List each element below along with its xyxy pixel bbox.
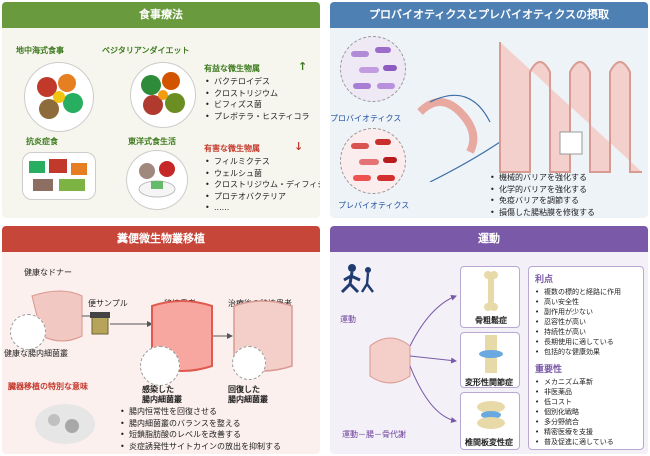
significance-item: 腸内恒常性を回復させる <box>120 406 281 418</box>
infected-flora-label: 感染した 腸内細菌叢 <box>142 385 182 404</box>
probiotics-panel: プロバイオティクスとプレバイオティクスの摂取 プロバイオティクス プレバイオティ… <box>330 2 648 218</box>
anti-inflammatory-food-image <box>22 152 96 200</box>
diet-panel: 食事療法 地中海式食事 ベジタリアンダイエット 抗炎症食 東洋式食生活 <box>2 2 320 218</box>
condition-disc-degeneration: 椎間板変性症 <box>465 438 513 447</box>
beneficial-item: バクテロイデス <box>205 76 310 88</box>
fmt-significance-list: 腸内恒常性を回復させる 腸内細菌叢のバランスを整える 短鎖脂肪酸のレベルを改善す… <box>120 406 281 452</box>
harmful-down-arrow-icon: ↓ <box>294 140 304 153</box>
osteoarthritis-box: 変形性関節症 <box>460 332 520 388</box>
importance-item: 普及促進に適している <box>535 437 614 447</box>
mediterranean-food-image <box>24 62 94 132</box>
benefit-item: 忍容性が高い <box>535 317 621 327</box>
stool-sample-label: 便サンプル <box>88 299 128 308</box>
prebiotic-label: プレバイオティクス <box>338 201 410 210</box>
importance-item: 多分野統合 <box>535 417 614 427</box>
importance-title: 重要性 <box>535 365 563 375</box>
importance-item: 精密医療を支援 <box>535 427 614 437</box>
runner-icon <box>340 264 374 294</box>
benefit-item: 高い安全性 <box>535 297 621 307</box>
infected-flora-image <box>140 346 180 386</box>
diet-panel-title: 食事療法 <box>2 2 320 28</box>
intestinal-villi-illustration <box>417 42 642 182</box>
significance-title: 臓器移植の特別な意味 <box>8 382 88 391</box>
fmt-process-illustration <box>31 290 293 372</box>
effect-item: 損傷した腸粘膜を修復する <box>490 207 595 219</box>
beneficial-item: クロストリジウム <box>205 88 310 100</box>
recovered-flora-label: 回復した 腸内細菌叢 <box>228 385 268 404</box>
harmful-item: ...... <box>205 202 320 214</box>
exercise-axis-label: 運動－腸－骨代謝 <box>342 430 406 439</box>
healthy-donor-label: 健康なドナー <box>24 268 72 277</box>
organ-transplant-illustration <box>35 404 95 444</box>
spinal-disc-icon <box>477 401 505 429</box>
probiotics-panel-title: プロバイオティクスとプレバイオティクスの摂取 <box>330 2 648 28</box>
prebiotic-bacteria-image <box>340 128 406 194</box>
harmful-list: フィルミクテス ウェルシュ菌 クロストリジウム・ディフィシル プロテオバクテリア… <box>205 156 320 214</box>
eastern-food-image <box>126 150 188 210</box>
effect-item: 免疫バリアを調節する <box>490 195 595 207</box>
importance-item: 低コスト <box>535 397 614 407</box>
exercise-label: 運動 <box>340 315 356 324</box>
effect-item: 機械的バリアを強化する <box>490 172 595 184</box>
condition-osteoporosis: 骨粗鬆症 <box>475 316 507 325</box>
beneficial-item: プレボテラ・ヒスティコラ <box>205 111 310 123</box>
exercise-gut-illustration <box>369 337 411 384</box>
harmful-item: プロテオバクテリア <box>205 191 320 203</box>
fmt-panel-title: 糞便微生物叢移植 <box>2 226 320 252</box>
probiotic-bacteria-image <box>340 36 406 102</box>
osteoporosis-box: 骨粗鬆症 <box>460 266 520 328</box>
significance-item: 短鎖脂肪酸のレベルを改善する <box>120 429 281 441</box>
knee-joint-icon <box>479 335 503 373</box>
probiotics-effects-list: 機械的バリアを強化する 化学的バリアを強化する 免疫バリアを調節する 損傷した腸… <box>490 172 595 218</box>
significance-item: 腸内細菌叢のバランスを整える <box>120 418 281 430</box>
exercise-flow-arrows <box>410 294 457 423</box>
benefit-item: 副作用が少ない <box>535 307 621 317</box>
exercise-benefits-box: 利点 複数の標的と経路に作用 高い安全性 副作用が少ない 忍容性が高い 持続性が… <box>528 266 644 450</box>
benefits-title: 利点 <box>535 275 554 285</box>
recovered-flora-image <box>232 346 266 380</box>
healthy-flora-label: 健康な腸内細菌叢 <box>4 349 68 358</box>
fmt-panel: 糞便微生物叢移植 健康なドナー 便サンプル 移植患者 治療後の移植患者 健康な腸… <box>2 226 320 454</box>
harmful-item: クロストリジウム・ディフィシル <box>205 179 320 191</box>
diet-vegetarian-label: ベジタリアンダイエット <box>102 46 190 55</box>
bone-icon <box>484 271 498 311</box>
benefit-item: 持続性が高い <box>535 327 621 337</box>
healthy-flora-image <box>10 314 46 350</box>
effect-item: 化学的バリアを強化する <box>490 184 595 196</box>
importance-list: メカニズム革新 非医薬品 低コスト 個別化戦略 多分野統合 精密医療を支援 普及… <box>535 377 614 447</box>
probiotic-label: プロバイオティクス <box>330 114 402 123</box>
beneficial-up-arrow-icon: ↑ <box>298 60 308 73</box>
diet-eastern-label: 東洋式食生活 <box>128 137 176 146</box>
benefit-item: 複数の標的と経路に作用 <box>535 287 621 297</box>
vegetarian-food-image <box>130 62 196 128</box>
beneficial-item: ビフィズス菌 <box>205 99 310 111</box>
importance-item: メカニズム革新 <box>535 377 614 387</box>
benefit-item: 包括的な健康効果 <box>535 347 621 357</box>
exercise-panel: 運動 運動 運動－腸－骨代謝 骨粗鬆症 変形性関節症 椎間板変性症 <box>330 226 648 454</box>
importance-item: 非医薬品 <box>535 387 614 397</box>
beneficial-list: バクテロイデス クロストリジウム ビフィズス菌 プレボテラ・ヒスティコラ <box>205 76 310 122</box>
condition-osteoarthritis: 変形性関節症 <box>465 378 513 387</box>
diet-anti-inflammatory-label: 抗炎症食 <box>26 137 58 146</box>
benefit-item: 長期使用に適している <box>535 337 621 347</box>
harmful-item: ウェルシュ菌 <box>205 168 320 180</box>
beneficial-title: 有益な微生物属 <box>204 64 260 73</box>
harmful-item: フィルミクテス <box>205 156 320 168</box>
benefits-list: 複数の標的と経路に作用 高い安全性 副作用が少ない 忍容性が高い 持続性が高い … <box>535 287 621 357</box>
harmful-title: 有害な微生物属 <box>204 144 260 153</box>
disc-degeneration-box: 椎間板変性症 <box>460 392 520 450</box>
significance-item: 炎症誘発性サイトカインの放出を抑制する <box>120 441 281 453</box>
diet-mediterranean-label: 地中海式食事 <box>16 46 64 55</box>
importance-item: 個別化戦略 <box>535 407 614 417</box>
exercise-panel-title: 運動 <box>330 226 648 252</box>
